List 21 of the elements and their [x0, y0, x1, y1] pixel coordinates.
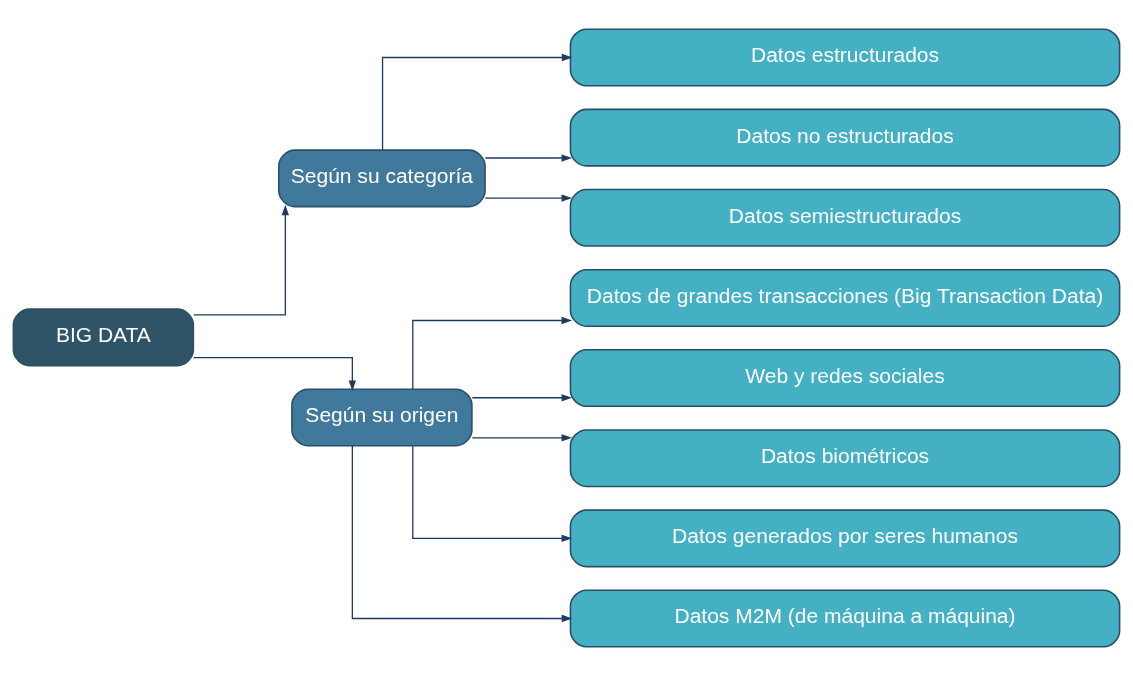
arrow	[471, 433, 573, 442]
node-box: Según su origen	[291, 387, 473, 447]
node-box: Datos estructurados	[569, 27, 1121, 87]
arrow	[471, 393, 573, 401]
node-box: Datos no estructurados	[569, 108, 1121, 167]
node-box: Datos M2M (de máquina a máquina)	[569, 588, 1121, 648]
node-box: Datos semiestructurados	[569, 188, 1121, 247]
arrow	[412, 316, 573, 390]
node-box: BIG DATA	[12, 307, 195, 366]
arrow	[381, 53, 573, 150]
arrow	[192, 356, 357, 391]
node-box: Datos biométricos	[569, 428, 1121, 487]
arrow	[193, 204, 290, 315]
node-box: Datos de grandes transacciones (Big Transaction Data)	[569, 268, 1121, 327]
node-box: Según su categoría	[278, 148, 486, 207]
arrow	[484, 153, 573, 162]
node-box: Web y redes sociales	[569, 348, 1121, 407]
arrow	[484, 193, 573, 202]
arrow	[412, 444, 573, 542]
node-box: Datos generados por seres humanos	[569, 508, 1121, 567]
arrow	[351, 444, 573, 622]
